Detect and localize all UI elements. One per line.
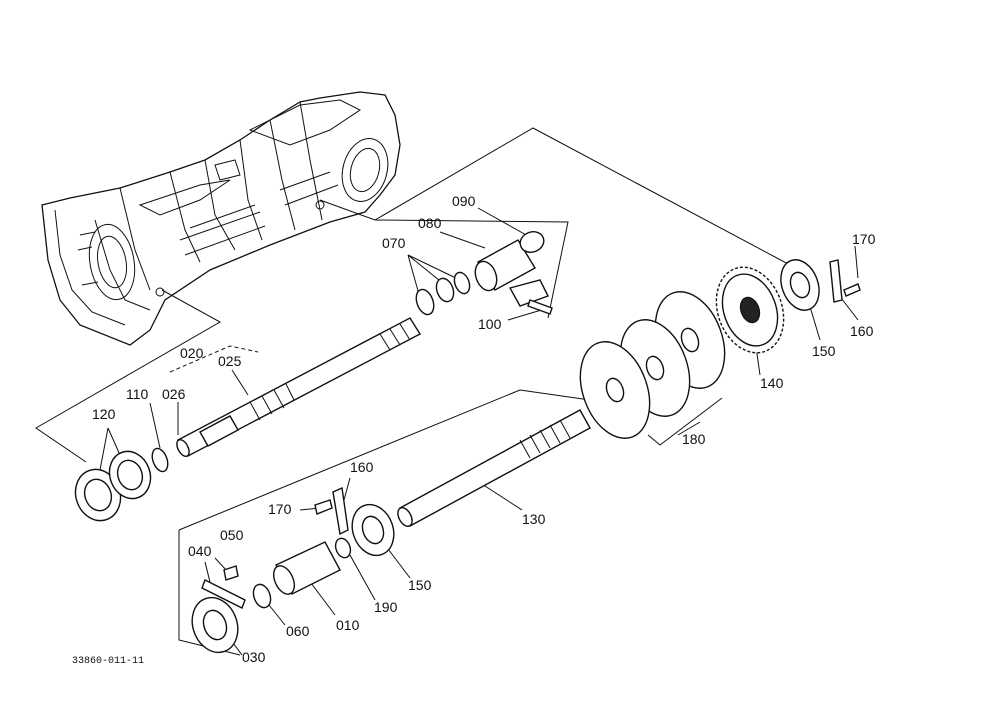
label-090: 090 [452, 193, 476, 209]
label-025: 025 [218, 353, 242, 369]
label-070: 070 [382, 235, 406, 251]
rings-070 [415, 271, 471, 316]
bolt-050 [223, 565, 239, 581]
label-170-right: 170 [852, 231, 876, 247]
label-050: 050 [220, 527, 244, 543]
bolt-170-left [314, 499, 333, 515]
label-180: 180 [682, 431, 706, 447]
label-060: 060 [286, 623, 310, 639]
label-150-left: 150 [408, 577, 432, 593]
label-020: 020 [180, 345, 204, 361]
leader-lines [35, 127, 859, 656]
bearing-150-left [351, 503, 395, 557]
label-160-left: 160 [350, 459, 374, 475]
drawing-code: 33860-011-11 [72, 656, 144, 667]
plate-040 [201, 579, 246, 609]
discs-180 [579, 291, 726, 439]
label-140: 140 [760, 375, 784, 391]
label-120: 120 [92, 406, 116, 422]
label-160-right: 160 [850, 323, 874, 339]
label-080: 080 [418, 215, 442, 231]
label-190: 190 [374, 599, 398, 615]
ring-060 [252, 583, 272, 609]
sleeve-080 [474, 239, 549, 307]
label-030: 030 [242, 649, 266, 665]
label-110: 110 [126, 386, 149, 402]
shaft-130 [397, 409, 591, 527]
label-040: 040 [188, 543, 212, 559]
lower-shaft-assembly [191, 259, 861, 654]
snap-ring-110 [151, 447, 169, 473]
bearing-030 [191, 596, 239, 654]
gear-140 [715, 266, 785, 354]
plate-160-left [332, 486, 349, 536]
bushing-090 [519, 231, 545, 253]
label-010: 010 [336, 617, 360, 633]
bearing-120 [74, 450, 152, 522]
shaft-025 [176, 317, 421, 457]
part-labels: 090 080 070 100 020 025 110 026 120 170 … [72, 193, 876, 667]
bolt-170-right [843, 283, 861, 297]
upper-shaft-assembly [74, 231, 553, 522]
label-026: 026 [162, 386, 186, 402]
ring-190 [334, 537, 352, 559]
plate-160-right [829, 259, 843, 303]
label-170-left: 170 [268, 501, 292, 517]
label-130: 130 [522, 511, 546, 527]
needle-bearing-010 [272, 541, 341, 595]
bearing-150-right [780, 259, 820, 311]
pin-100 [527, 299, 553, 315]
label-100: 100 [478, 316, 502, 332]
transmission-housing [41, 91, 401, 346]
label-150-right: 150 [812, 343, 836, 359]
